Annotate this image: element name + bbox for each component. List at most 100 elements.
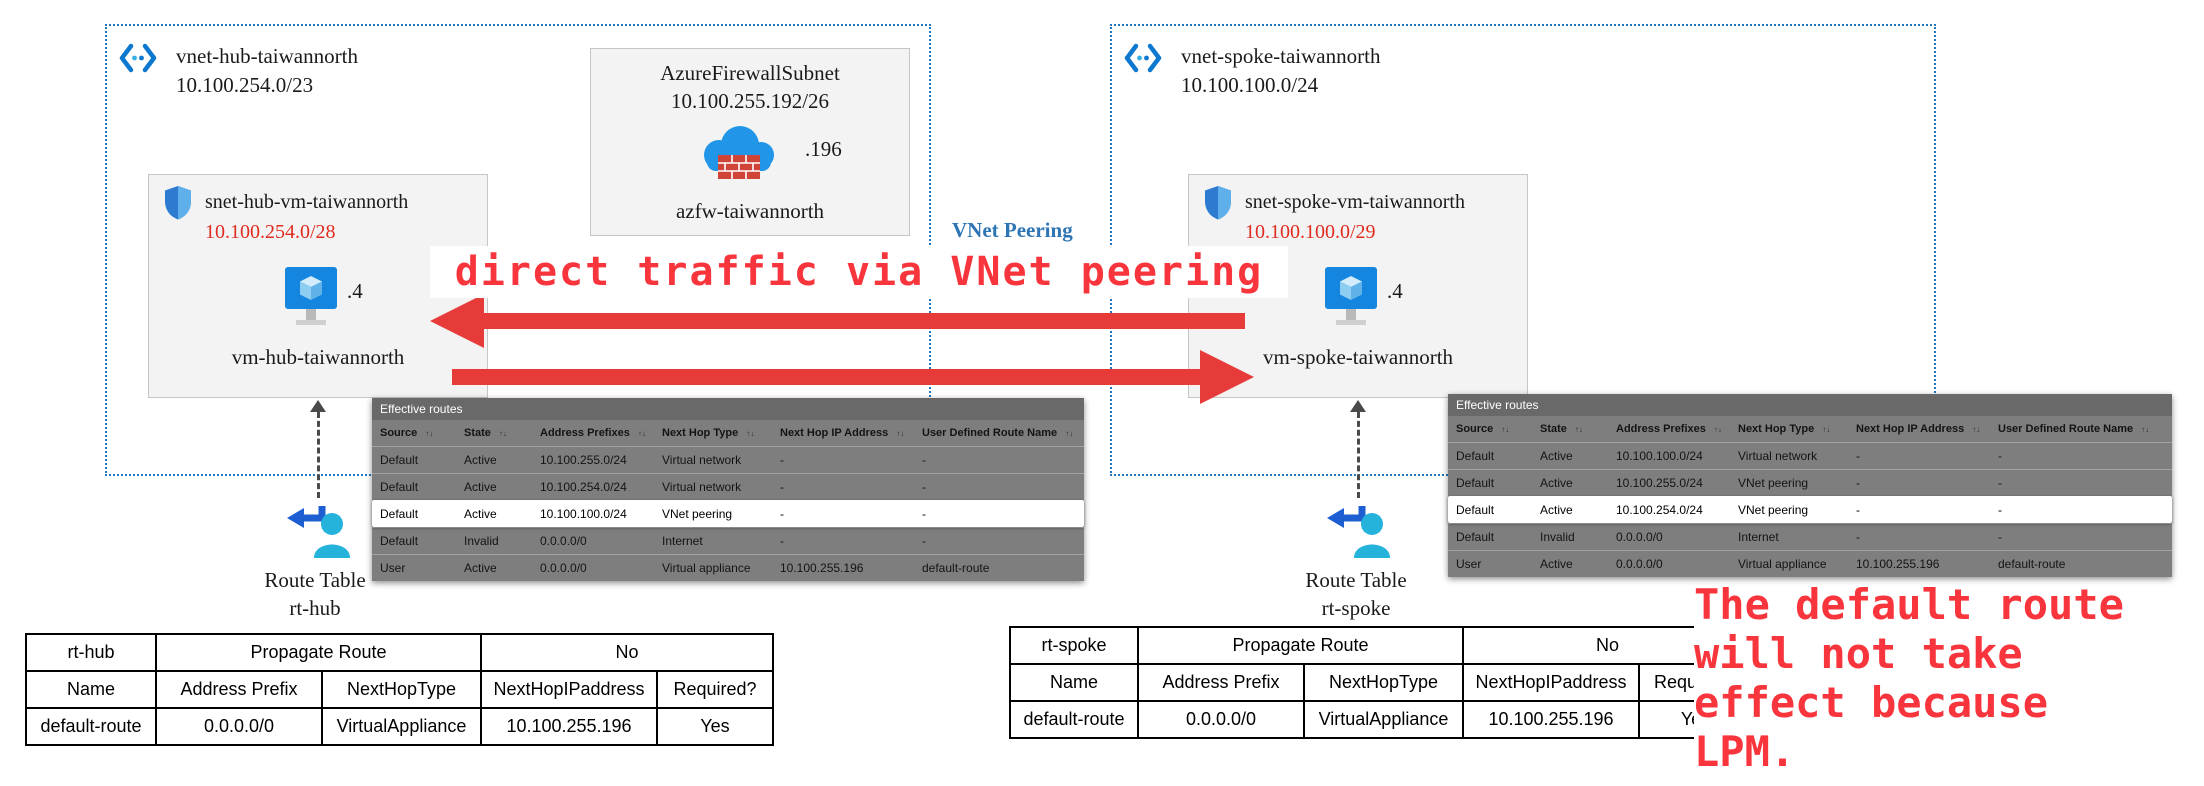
cell-next-hop-type: Internet xyxy=(662,534,703,548)
sort-icon: ↑↓ xyxy=(1713,425,1722,434)
cell-udr-name: - xyxy=(1998,503,2002,517)
firewall-name: azfw-taiwannorth xyxy=(675,199,825,223)
sort-icon: ↑↓ xyxy=(498,429,507,438)
col-name: Name xyxy=(25,670,157,709)
col-next-hop-type: NextHopType xyxy=(1303,663,1464,702)
col-next-hop-ip: NextHopIPaddress xyxy=(1462,663,1640,702)
column-header-state: State↑↓ xyxy=(464,427,507,439)
cell-next-hop-type: VNet peering xyxy=(662,507,733,521)
hub-vm-name: vm-hub-taiwannorth xyxy=(231,345,405,369)
hub-vm-ip-suffix: .4 xyxy=(347,279,363,303)
cell-udr-name: - xyxy=(1998,476,2002,490)
cell-next-hop-type: VirtualAppliance xyxy=(1303,700,1464,739)
hub-vnet-label: vnet-hub-taiwannorth 10.100.254.0/23 xyxy=(176,42,358,100)
col-next-hop-type: NextHopType xyxy=(321,670,482,709)
sort-icon: ↑↓ xyxy=(746,429,755,438)
route-table-icon xyxy=(1327,506,1390,558)
sort-icon: ↑↓ xyxy=(637,429,646,438)
sort-icon: ↑↓ xyxy=(425,429,434,438)
cell-next-hop-ip: - xyxy=(1856,449,1860,463)
lpm-line: The default route xyxy=(1694,580,2124,629)
cell-udr-name: - xyxy=(922,534,926,548)
cell-state: Active xyxy=(1540,449,1573,463)
spoke-subnet-cidr: 10.100.100.0/29 xyxy=(1245,221,1376,243)
cell-prefix: 10.100.100.0/24 xyxy=(1616,449,1703,463)
cell-state: Invalid xyxy=(464,534,499,548)
route-table-icon xyxy=(287,506,350,558)
cell-prefix: 10.100.254.0/24 xyxy=(1616,503,1703,517)
spoke-route-link xyxy=(1357,412,1360,498)
cell-next-hop-ip: 10.100.255.196 xyxy=(780,561,864,575)
spoke-subnet-title: snet-spoke-vm-taiwannorth xyxy=(1245,191,1465,213)
column-header-address-prefixes: Address Prefixes↑↓ xyxy=(540,427,646,439)
firewall-subnet-cidr: 10.100.255.192/26 xyxy=(670,89,830,113)
spoke-route-link-arrowhead xyxy=(1350,400,1366,412)
cell-prefix: 10.100.255.0/24 xyxy=(1616,476,1703,490)
effective-routes-panel-hub: Effective routes Source↑↓ State↑↓ Addres… xyxy=(372,398,1084,581)
cell-name: default-route xyxy=(1009,700,1139,739)
cell-source: Default xyxy=(380,480,419,494)
cell-next-hop-type: Virtual network xyxy=(662,453,742,467)
hub-subnet-cidr: 10.100.254.0/28 xyxy=(205,221,336,243)
col-address-prefix: Address Prefix xyxy=(1137,663,1305,702)
cell-address-prefix: 0.0.0.0/0 xyxy=(1137,700,1305,739)
column-header-next-hop-type: Next Hop Type↑↓ xyxy=(1738,423,1831,435)
column-header-next-hop-ip: Next Hop IP Address↑↓ xyxy=(1856,423,1981,435)
cell-required: Yes xyxy=(656,707,774,746)
cell-udr-name: - xyxy=(922,507,926,521)
cell-state: Active xyxy=(1540,476,1573,490)
spoke-vm-name: vm-spoke-taiwannorth xyxy=(1262,345,1454,369)
sort-icon: ↑↓ xyxy=(1972,425,1981,434)
rt-name: rt-hub xyxy=(25,633,157,672)
lpm-line: LPM. xyxy=(1694,727,1796,776)
cell-state: Active xyxy=(464,480,497,494)
cell-next-hop-type: VirtualAppliance xyxy=(321,707,482,746)
cell-source: Default xyxy=(1456,503,1495,517)
vnet-icon xyxy=(1124,43,1162,73)
cell-next-hop-ip: - xyxy=(780,453,784,467)
table-row: default-route 0.0.0.0/0 VirtualAppliance… xyxy=(25,707,774,746)
spoke-vnet-label: vnet-spoke-taiwannorth 10.100.100.0/24 xyxy=(1181,42,1380,100)
cell-source: Default xyxy=(380,453,419,467)
cell-source: Default xyxy=(1456,449,1495,463)
table-row: Name Address Prefix NextHopType NextHopI… xyxy=(25,670,774,709)
rt-hub-table: rt-hub Propagate Route No Name Address P… xyxy=(25,633,774,746)
sort-icon: ↑↓ xyxy=(1501,425,1510,434)
column-header-next-hop-type: Next Hop Type↑↓ xyxy=(662,427,755,439)
cell-next-hop-type: Virtual network xyxy=(662,480,742,494)
azure-firewall-icon xyxy=(704,126,774,179)
cell-next-hop-ip: - xyxy=(780,534,784,548)
table-row: rt-spoke Propagate Route No xyxy=(1009,626,1753,665)
firewall-subnet-title: AzureFirewallSubnet xyxy=(660,61,840,85)
effective-routes-header: Source↑↓ State↑↓ Address Prefixes↑↓ Next… xyxy=(372,420,1084,446)
propagate-label: Propagate Route xyxy=(155,633,482,672)
vm-icon xyxy=(285,267,337,325)
spoke-route-table-label: Route Table rt-spoke xyxy=(1256,566,1456,622)
sort-icon: ↑↓ xyxy=(2141,425,2150,434)
direct-traffic-annotation: direct traffic via VNet peering xyxy=(430,246,1288,298)
table-row: default-route 0.0.0.0/0 VirtualAppliance… xyxy=(1009,700,1753,739)
cell-udr-name: default-route xyxy=(1998,557,2066,571)
column-header-source: Source↑↓ xyxy=(1456,423,1510,435)
column-header-udr-name: User Defined Route Name↑↓ xyxy=(1998,423,2150,435)
cell-next-hop-ip: - xyxy=(780,507,784,521)
hub-route-link-arrowhead xyxy=(310,400,326,412)
col-required: Required? xyxy=(656,670,774,709)
cell-next-hop-type: VNet peering xyxy=(1738,503,1809,517)
sort-icon: ↑↓ xyxy=(1065,429,1074,438)
column-header-address-prefixes: Address Prefixes↑↓ xyxy=(1616,423,1722,435)
table-row: rt-hub Propagate Route No xyxy=(25,633,774,672)
vnet-peering-label: VNet Peering xyxy=(952,218,1073,242)
cell-next-hop-ip: - xyxy=(780,480,784,494)
hub-route-link xyxy=(317,412,320,498)
cell-udr-name: default-route xyxy=(922,561,990,575)
cell-source: Default xyxy=(1456,476,1495,490)
